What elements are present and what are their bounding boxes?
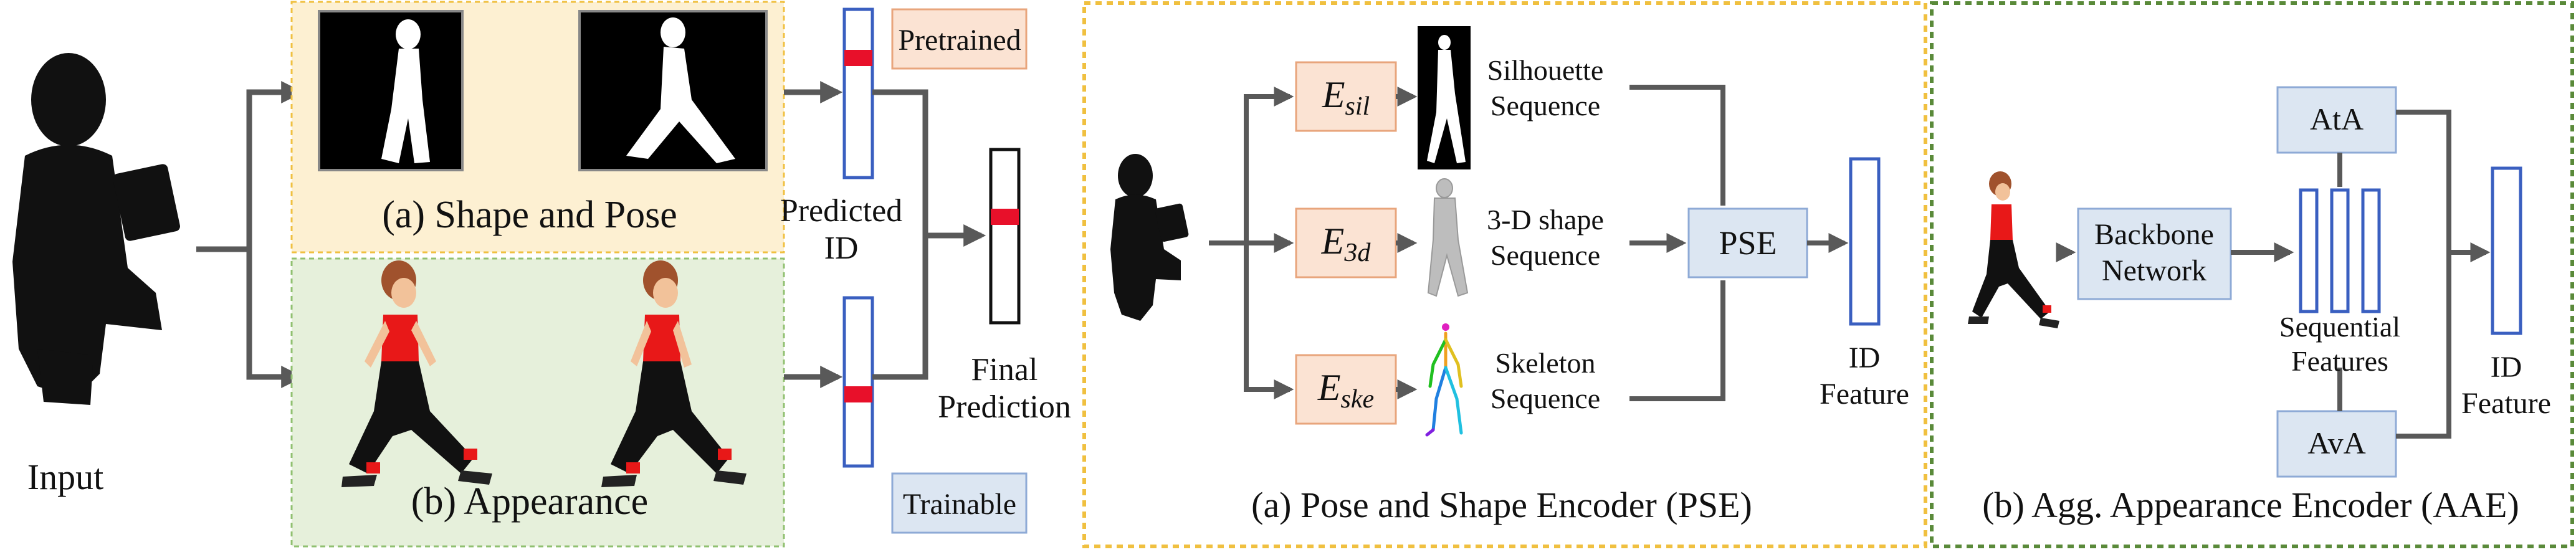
silhouette-image-2 bbox=[578, 10, 768, 171]
aae-id-feature-line2: Feature bbox=[2461, 387, 2551, 420]
final-prediction-label-line2: Prediction bbox=[938, 389, 1071, 425]
final-prediction-bar bbox=[989, 148, 1021, 325]
aae-id-feature-bar bbox=[2491, 166, 2522, 335]
silhouette-image-1 bbox=[318, 10, 464, 171]
input-label: Input bbox=[27, 457, 103, 497]
seq-features-line1: Sequential bbox=[2279, 311, 2400, 343]
skeleton-seq-line1: Skeleton bbox=[1496, 347, 1596, 379]
encoder-3d-label: E3d bbox=[1321, 221, 1371, 267]
aae-id-feature-line1: ID bbox=[2491, 351, 2522, 384]
skeleton-thumbnail bbox=[1425, 323, 1463, 437]
final-prediction-marker bbox=[991, 209, 1019, 225]
shape-seq-line1: 3-D shape bbox=[1487, 204, 1604, 236]
ava-label: AvA bbox=[2307, 426, 2366, 460]
predicted-id-bar-appearance bbox=[842, 296, 874, 468]
legend-pretrained-label: Pretrained bbox=[898, 24, 1021, 57]
walking-person-image-2 bbox=[601, 260, 747, 487]
encoder-sil-box bbox=[1295, 61, 1397, 132]
input-branch-arrows bbox=[196, 81, 304, 388]
3d-shape-thumbnail bbox=[1427, 178, 1469, 297]
encoder-sil-label: Esil bbox=[1322, 74, 1370, 121]
encoder-3d-box bbox=[1295, 207, 1397, 278]
pse-id-feature-line1: ID bbox=[1849, 341, 1881, 374]
pse-box bbox=[1687, 207, 1808, 278]
final-prediction-label-line1: Final bbox=[971, 352, 1038, 388]
predicted-id-bar-shape bbox=[842, 7, 874, 179]
input-person-icon bbox=[12, 53, 180, 405]
skeleton-seq-line2: Sequence bbox=[1491, 383, 1600, 414]
aae-panel bbox=[1930, 1, 2574, 548]
to-final-arrows bbox=[872, 89, 986, 380]
appearance-panel bbox=[290, 257, 785, 548]
legend-pretrained-box bbox=[891, 8, 1028, 70]
seq-feature-bar-3 bbox=[2361, 188, 2381, 313]
silhouette-seq-line1: Silhouette bbox=[1487, 54, 1604, 86]
pse-box-label: PSE bbox=[1719, 224, 1777, 262]
seq-feature-bar-2 bbox=[2330, 188, 2350, 313]
predicted-id-label-line2: ID bbox=[824, 231, 859, 266]
seq-features-line2: Features bbox=[2291, 345, 2388, 377]
aae-walking-person-icon bbox=[1968, 171, 2059, 328]
shape-seq-line2: Sequence bbox=[1491, 239, 1600, 271]
predicted-id-label-line1: Predicted bbox=[780, 193, 902, 229]
walking-person-image-1 bbox=[341, 260, 492, 487]
silhouette-seq-line2: Sequence bbox=[1491, 90, 1600, 121]
pse-id-feature-line2: Feature bbox=[1820, 378, 1909, 411]
pse-caption: (a) Pose and Shape Encoder (PSE) bbox=[1251, 485, 1752, 525]
ava-box bbox=[2276, 410, 2397, 478]
ata-label: AtA bbox=[2310, 102, 2364, 136]
silhouette-thumbnail bbox=[1418, 26, 1471, 169]
predicted-id-marker-shape bbox=[844, 50, 872, 66]
to-predicted-arrows bbox=[784, 81, 843, 388]
encoder-ske-label: Eske bbox=[1317, 367, 1374, 414]
pse-input-person-icon bbox=[1110, 154, 1189, 321]
legend-trainable-label: Trainable bbox=[903, 488, 1016, 521]
ata-box bbox=[2276, 86, 2397, 154]
to-pse-arrows bbox=[1629, 85, 1725, 401]
predicted-id-marker-appearance bbox=[844, 386, 872, 402]
backbone-line1: Backbone bbox=[2094, 218, 2214, 251]
encoder-arrows bbox=[1396, 87, 1418, 399]
aae-caption: (b) Agg. Appearance Encoder (AAE) bbox=[1982, 485, 2519, 525]
legend-trainable-box bbox=[891, 472, 1028, 534]
seq-feature-bar-1 bbox=[2299, 188, 2319, 313]
pse-input-arrows bbox=[1209, 87, 1294, 399]
shape-pose-label: (a) Shape and Pose bbox=[382, 194, 677, 236]
appearance-label: (b) Appearance bbox=[411, 480, 648, 523]
pse-id-feature-bar bbox=[1849, 157, 1881, 326]
backbone-line2: Network bbox=[2102, 254, 2206, 287]
aae-merge-arrows bbox=[2396, 110, 2491, 439]
